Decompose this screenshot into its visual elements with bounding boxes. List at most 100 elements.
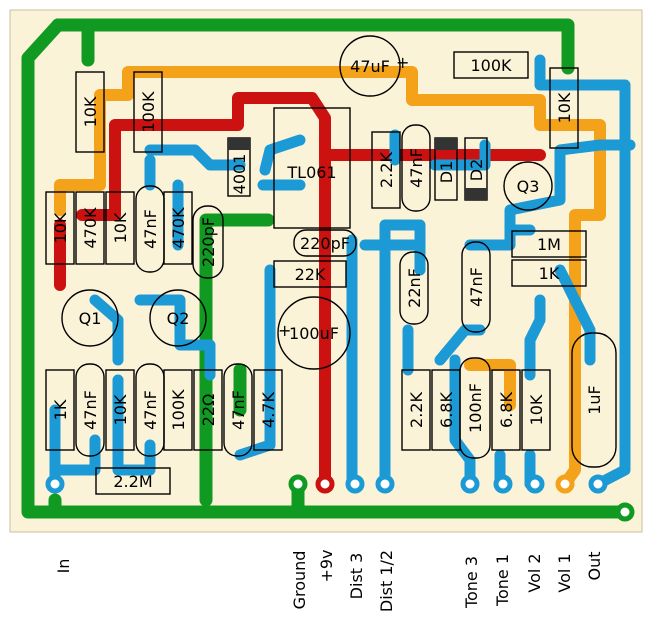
transistor-label: Q1 [79,309,102,328]
label-ground: Ground [290,551,309,610]
resistor-2-2k-top [371,131,401,209]
pad-vol-1[interactable] [555,474,575,494]
label-dist-3: Dist 3 [347,553,366,600]
capacitor-label: 1uF [585,385,604,415]
resistor-label: 6.8K [437,392,456,428]
capacitor-label: 47nF [141,209,160,249]
resistor-22k [273,260,347,288]
diode-label: D2 [467,159,486,182]
resistor-10k-l2 [105,191,135,265]
label-tone-3: Tone 3 [462,556,481,609]
resistor-label: 22Ω [199,394,218,427]
capacitor-100uf [277,296,351,370]
resistor-1m [511,230,587,258]
resistor-1k-r [511,259,587,287]
label-dist-1-2: Dist 1/2 [377,550,396,612]
resistor-10k-b2 [521,369,551,451]
label-vol-2: Vol 2 [525,553,544,592]
capacitor-47uf [339,35,401,97]
capacitor-label: 220pF [199,217,218,267]
label-in: In [54,559,73,574]
resistor-label: 10K [111,394,130,425]
capacitor-label: 47uF [350,57,390,76]
resistor-label: 2.2M [113,472,152,491]
resistor-label: 470K [81,207,100,249]
capacitor-220pf-c [293,229,357,257]
resistor-10k-l1 [45,191,75,265]
pad-tone-3[interactable] [460,474,480,494]
capacitor-100nf [459,357,491,459]
resistor-label: 1K [539,264,560,283]
label-out: Out [585,551,604,580]
transistor-q1 [61,289,119,347]
resistor-470k-l1 [75,191,105,265]
capacitor-220pf-l [192,205,224,279]
resistor-label: 10K [111,212,130,243]
resistor-10k-right [549,67,579,149]
label-tone-1: Tone 1 [493,554,512,607]
capacitor-1uf [571,332,617,468]
ground-traces [21,18,632,519]
resistor-label: 4.7K [259,392,278,428]
capacitor-polarity-mark: + [278,321,291,340]
resistor-10k-b [105,369,135,451]
diode-band [465,188,487,200]
capacitor-polarity-mark: + [396,53,409,72]
diode-label: 4001 [230,154,249,195]
transistor-q2 [149,289,207,347]
pad-9v[interactable] [315,474,335,494]
pad-labels: In Ground +9v Dist 3 Dist 1/2 Tone 3 Ton… [54,549,604,612]
resistor-2-2m [95,467,171,495]
capacitor-label: 47nF [141,390,160,430]
resistor-label: 10K [81,96,100,127]
connection-pads [45,474,635,522]
transistor-q3 [503,161,553,211]
resistor-label: 1K [51,399,70,420]
pad-dist-1-2[interactable] [375,474,395,494]
resistor-label: 22K [295,265,326,284]
resistor-label: 2.2K [407,392,426,428]
capacitor-label: 100uF [289,324,339,343]
resistor-label: 1M [537,235,561,254]
capacitor-label: 47nF [81,390,100,430]
capacitor-47nf-b1 [75,363,105,457]
capacitor-label: 47nF [407,148,426,188]
resistor-22-ohm [193,369,223,451]
resistor-1k-b [45,369,75,451]
label-9v: +9v [317,549,336,582]
diode-band [228,138,250,150]
resistor-100k-right [453,51,529,79]
resistor-label: 10K [555,92,574,123]
resistor-label: 100K [169,389,188,431]
pad-out[interactable] [588,474,608,494]
resistor-label: 100K [139,91,158,133]
capacitor-22nf [399,251,429,325]
capacitor-label: 100nF [466,383,485,433]
resistor-6-8k-b2 [491,369,521,451]
capacitor-label: 22nF [405,268,424,308]
resistor-label: 6.8K [497,392,516,428]
resistor-470k-l2 [163,191,193,265]
transistor-label: Q2 [167,309,190,328]
transistor-label: Q3 [517,177,540,196]
resistor-100k-b [163,369,193,451]
pad-vol-2[interactable] [525,474,545,494]
resistor-4-7k [253,369,283,451]
capacitor-label: 47nF [229,390,248,430]
pad-ground-corner[interactable] [615,502,635,522]
pad-tone-1[interactable] [493,474,513,494]
components: 10K 100K 47uF + 100K 10K TL061 4001 2.2K… [45,35,617,495]
capacitor-47nf-top [401,124,431,212]
supply-traces [54,92,546,490]
diode-band [435,138,457,150]
capacitor-47nf-r [461,241,491,333]
pad-ground[interactable] [288,474,308,494]
resistor-label: 100K [470,56,512,75]
pad-dist-3[interactable] [345,474,365,494]
pad-in[interactable] [45,474,65,494]
resistor-label: 2.2K [377,152,396,188]
resistor-label: 10K [51,212,70,243]
capacitor-label: 220pF [300,234,350,253]
resistor-100k-top [133,71,163,153]
